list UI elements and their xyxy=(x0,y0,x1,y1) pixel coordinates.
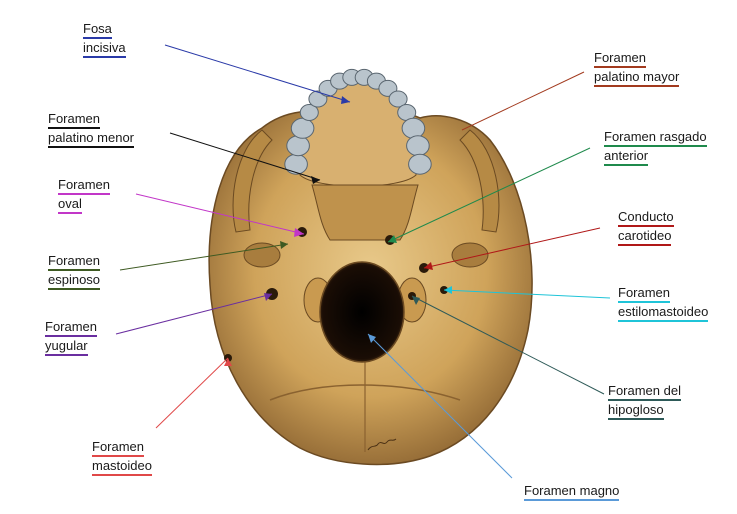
arrow-rasgado-anterior xyxy=(388,235,397,243)
arrow-palatino-menor xyxy=(311,176,320,184)
leader-rasgado-anterior xyxy=(387,147,591,243)
label-line: Foramen xyxy=(594,49,647,68)
tooth xyxy=(408,153,432,175)
label-foramen-rasgado-anterior: Foramen rasgado anterior xyxy=(604,128,707,166)
label-line: mastoideo xyxy=(92,457,152,476)
tooth xyxy=(388,90,408,108)
arrow-espinoso xyxy=(280,241,288,249)
label-line: palatino menor xyxy=(48,129,134,148)
label-line: Foramen rasgado xyxy=(604,128,707,147)
pterygoid-region xyxy=(311,184,419,241)
tooth xyxy=(299,104,319,121)
arrow-oval xyxy=(294,228,304,237)
label-line: espinoso xyxy=(48,271,101,290)
arrow-carotideo xyxy=(424,262,433,270)
tooth xyxy=(401,117,426,139)
label-line: yugular xyxy=(45,337,88,356)
label-line: Foramen del xyxy=(608,382,681,401)
tooth xyxy=(406,135,430,157)
leader-espinoso xyxy=(119,243,289,271)
left-glenoid-fossa xyxy=(243,242,281,268)
arrow-fosa-incisiva xyxy=(341,96,350,104)
arrow-mastoideo xyxy=(224,358,232,366)
label-foramen-magno: Foramen magno xyxy=(524,482,620,501)
tooth xyxy=(290,117,315,139)
label-line: palatino mayor xyxy=(594,68,680,87)
tooth xyxy=(286,135,310,157)
leader-estilomastoideo xyxy=(443,289,611,299)
arrow-magno xyxy=(368,334,376,343)
label-foramen-mastoideo: Foramen mastoideo xyxy=(92,438,152,476)
label-line: anterior xyxy=(604,147,649,166)
leader-oval xyxy=(135,193,305,235)
tooth xyxy=(284,153,308,175)
arrow-estilomastoideo xyxy=(444,286,452,294)
label-line: hipogloso xyxy=(608,401,664,420)
label-line: Foramen xyxy=(48,252,101,271)
leader-yugular xyxy=(115,293,273,335)
nuchal-line xyxy=(269,384,461,401)
leader-palatino-mayor xyxy=(461,71,585,131)
label-line: Foramen xyxy=(45,318,98,337)
label-foramen-del-hipogloso: Foramen del hipogloso xyxy=(608,382,681,420)
label-foramen-yugular: Foramen yugular xyxy=(45,318,98,356)
leader-hipogloso xyxy=(411,295,605,395)
label-line: Foramen xyxy=(618,284,671,303)
label-line: Foramen xyxy=(58,176,111,195)
foramen-magnum-hole xyxy=(319,261,405,363)
label-foramen-espinoso: Foramen espinoso xyxy=(48,252,101,290)
left-zygomatic-arch xyxy=(232,129,273,233)
teeth-arch xyxy=(284,68,432,175)
label-line: incisiva xyxy=(83,39,126,58)
label-line: carotideo xyxy=(618,227,672,246)
right-zygomatic-arch xyxy=(459,129,500,233)
leader-carotideo xyxy=(423,227,601,269)
label-line: Foramen xyxy=(92,438,145,457)
label-line: Foramen xyxy=(48,110,101,129)
label-line: Foramen magno xyxy=(524,482,620,501)
label-foramen-estilomastoideo: Foramen estilomastoideo xyxy=(618,284,709,322)
leader-magno xyxy=(367,333,513,479)
label-line: Conducto xyxy=(618,208,674,227)
label-line: oval xyxy=(58,195,82,214)
label-foramen-palatino-menor: Foramen palatino menor xyxy=(48,110,134,148)
label-line: estilomastoideo xyxy=(618,303,709,322)
label-line: Fosa xyxy=(83,20,112,39)
leader-fosa-incisiva xyxy=(164,44,351,103)
arrow-hipogloso xyxy=(412,296,420,305)
artist-signature xyxy=(367,438,397,451)
label-fosa-incisiva: Fosa incisiva xyxy=(83,20,126,58)
label-foramen-palatino-mayor: Foramen palatino mayor xyxy=(594,49,680,87)
leader-mastoideo xyxy=(155,357,229,429)
label-foramen-oval: Foramen oval xyxy=(58,176,111,214)
label-conducto-carotideo: Conducto carotideo xyxy=(618,208,674,246)
leader-lines xyxy=(115,44,611,479)
right-glenoid-fossa xyxy=(451,242,489,268)
leader-palatino-menor xyxy=(169,132,321,181)
arrow-yugular xyxy=(264,293,272,301)
